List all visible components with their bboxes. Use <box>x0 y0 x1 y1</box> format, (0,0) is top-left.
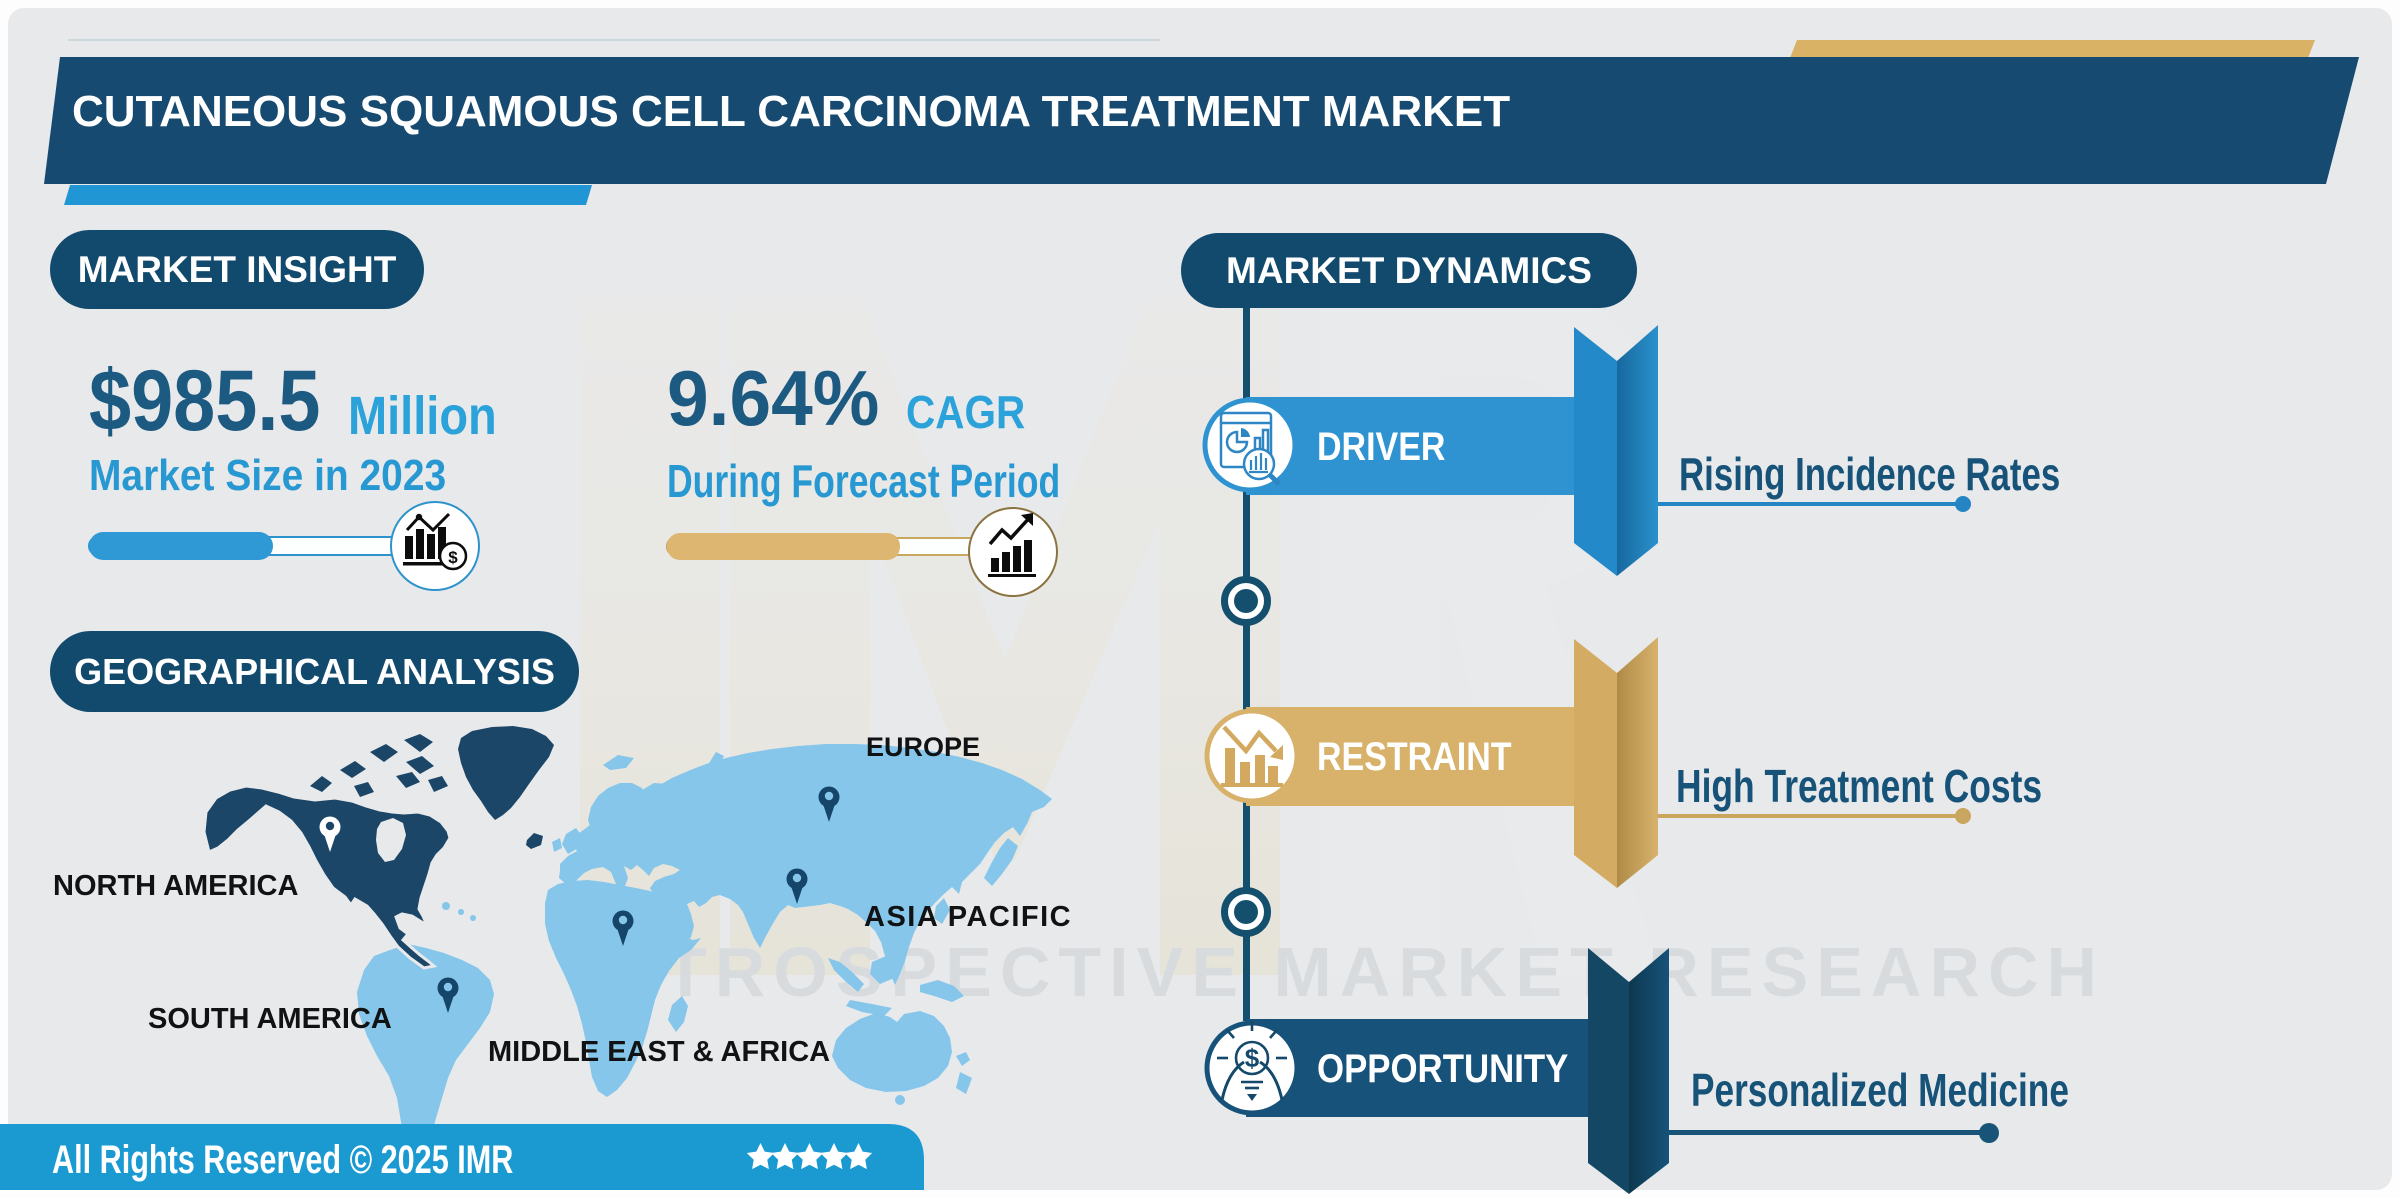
svg-text:$: $ <box>448 548 458 567</box>
svg-text:$: $ <box>1245 1043 1260 1073</box>
